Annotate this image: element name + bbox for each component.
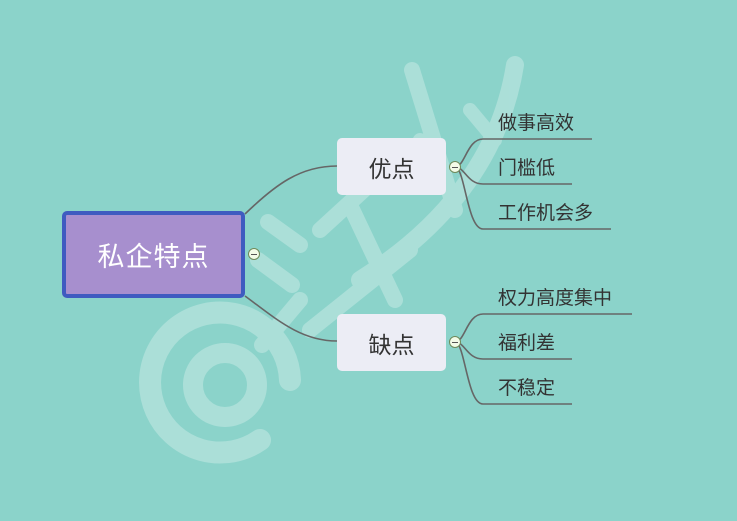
- branch-node-cons[interactable]: 缺点: [337, 314, 446, 371]
- leaf-node[interactable]: 福利差: [498, 332, 556, 354]
- connector-root-cons: [244, 295, 338, 342]
- branch-label: 优点: [368, 156, 415, 183]
- root-label: 私企特点: [97, 242, 210, 273]
- leaf-node[interactable]: 工作机会多: [498, 202, 594, 224]
- branch-node-pros[interactable]: 优点: [337, 138, 446, 195]
- branch-cons-collapse-icon[interactable]: [449, 336, 461, 348]
- leaf-node[interactable]: 权力高度集中: [498, 287, 613, 309]
- root-node[interactable]: 私企特点: [62, 211, 245, 298]
- connector-root-pros: [244, 165, 338, 215]
- leaf-node[interactable]: 不稳定: [498, 377, 556, 399]
- leaf-node[interactable]: 做事高效: [498, 112, 575, 134]
- branch-label: 缺点: [368, 332, 415, 359]
- root-collapse-icon[interactable]: [248, 248, 260, 260]
- branch-pros-collapse-icon[interactable]: [449, 161, 461, 173]
- leaf-node[interactable]: 门槛低: [498, 157, 556, 179]
